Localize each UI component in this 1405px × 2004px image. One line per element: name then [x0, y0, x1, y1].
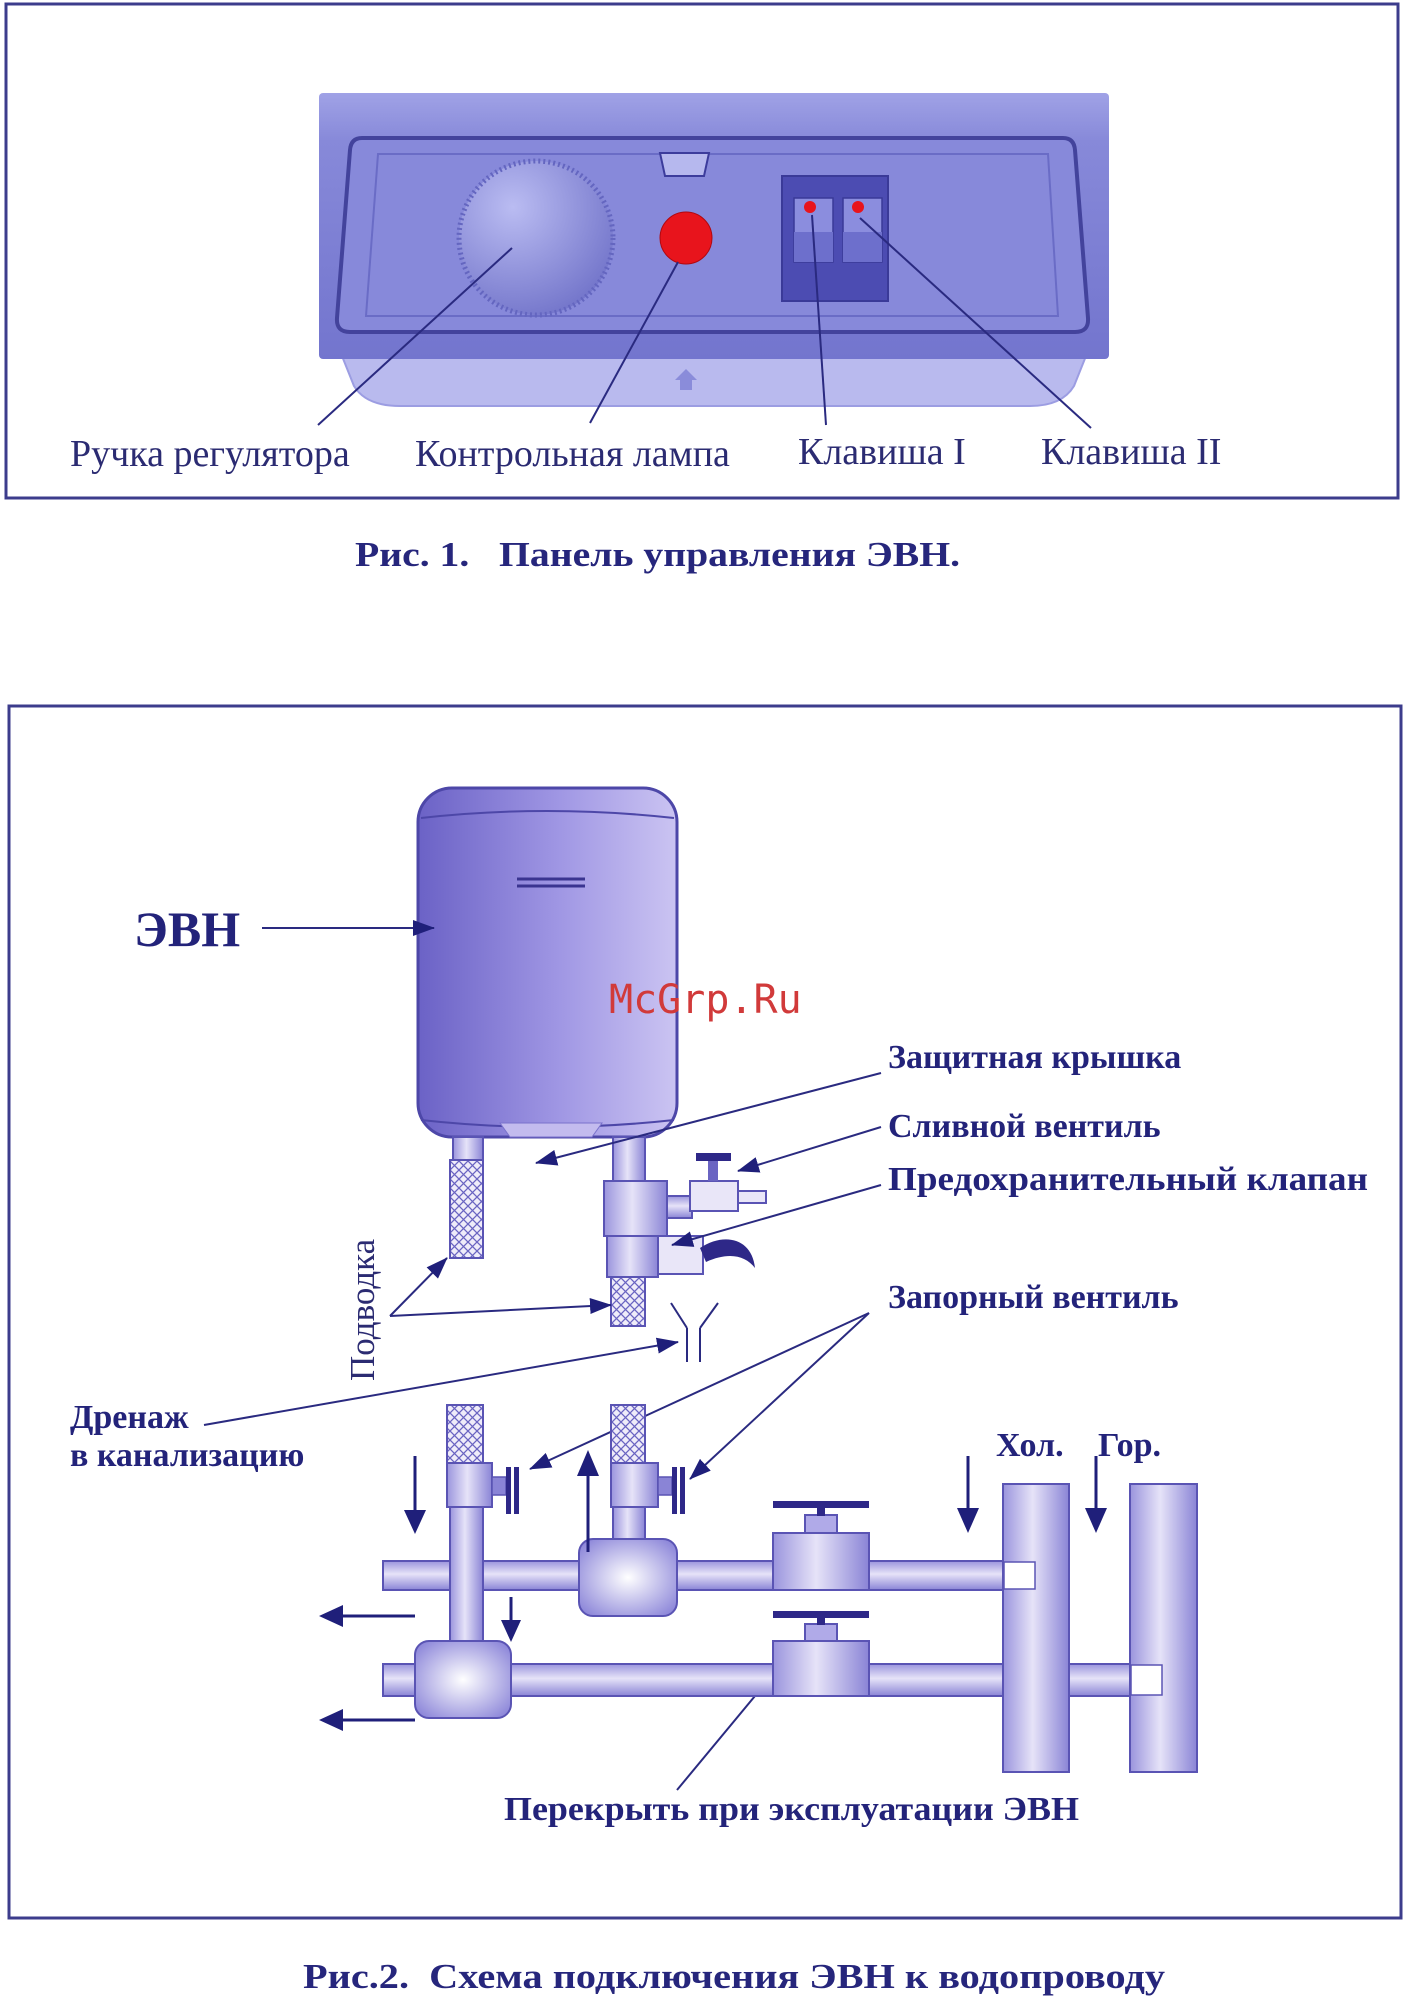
supply-hose-lower-left: [446, 1404, 484, 1464]
drain-valve-spout: [737, 1190, 767, 1204]
supply-hose-lower-right: [610, 1404, 646, 1464]
figure-1-frame: [4, 2, 1400, 500]
cold-outlet-pipe: [452, 1136, 484, 1161]
bypass-valve-icon: [772, 1611, 870, 1697]
key-2-icon: [842, 197, 883, 263]
knob-leader: [317, 247, 513, 426]
cold-line-valve-icon: [772, 1501, 870, 1591]
watermark: McGrp.Ru: [609, 977, 802, 1023]
shutoff-valve-label: Запорный вентиль: [888, 1279, 1179, 1316]
lamp-label: Контрольная лампа: [415, 433, 730, 475]
water-heater-tank: [416, 786, 679, 1139]
figure-1-leaders: [317, 214, 1092, 429]
flow-down-arrow-icon: [501, 1597, 521, 1642]
drainage-label-line-2: в канализацию: [70, 1437, 304, 1474]
outflow-left-arrow-icon: [319, 1709, 415, 1731]
figure-1-caption: Рис. 1. Панель управления ЭВН.: [355, 535, 960, 574]
protective-cover-leader: [535, 1072, 882, 1166]
drain-funnel-icon: [670, 1302, 719, 1362]
tee-side-pipe: [666, 1195, 693, 1219]
shutoff-valve-leader-right: [689, 1312, 870, 1480]
close-during-use-label: Перекрыть при эксплуатации ЭВН: [504, 1791, 1079, 1828]
flow-down-arrow-icon: [404, 1456, 426, 1534]
protective-cover-label: Защитная крышка: [888, 1039, 1181, 1076]
cold-riser: [1002, 1483, 1070, 1773]
pipework: [382, 1404, 1198, 1773]
hot-riser-connector: [1130, 1664, 1163, 1696]
panel-bezel: [334, 136, 1091, 334]
heater-label: ЭВН: [134, 901, 240, 957]
drain-valve-leader: [737, 1126, 882, 1173]
regulator-knob-icon: [456, 158, 616, 318]
drainage-leader: [203, 1337, 679, 1426]
safety-valve-label: Предохранительный клапан: [888, 1161, 1368, 1198]
drain-valve-label: Сливной вентиль: [888, 1108, 1161, 1145]
flow-up-arrow-icon: [577, 1450, 599, 1552]
shutoff-tee-left: [446, 1462, 493, 1508]
figure-2-frame: [7, 704, 1403, 1920]
drain-valve-body: [689, 1180, 739, 1212]
hot-outlet-pipe: [612, 1136, 646, 1182]
cold-label: Хол.: [996, 1427, 1064, 1464]
key-2-label: Клавиша II: [1041, 431, 1221, 473]
knob-label: Ручка регулятора: [70, 433, 350, 475]
safety-valve-leader: [671, 1184, 882, 1247]
figure-2-caption: Рис.2. Схема подключения ЭВН к водопрово…: [303, 1957, 1166, 1996]
panel-bezel-inner: [364, 153, 1060, 317]
tank-lid-line: [420, 810, 675, 819]
shutoff-valve-leader-left: [529, 1312, 870, 1470]
indicator-lamp-icon: [659, 211, 713, 265]
hot-riser: [1129, 1483, 1198, 1773]
drain-valve-stem: [708, 1160, 718, 1181]
control-panel: [319, 93, 1109, 407]
protective-cover-icon: [499, 1122, 603, 1138]
safety-group: [603, 1153, 767, 1327]
supply-leader-left: [389, 1257, 448, 1317]
switch-block: [781, 175, 889, 302]
key-1-leader: [811, 214, 827, 426]
supply-label: Подводка: [343, 1238, 382, 1381]
cold-inflow-arrow-icon: [957, 1456, 979, 1533]
drainage-label-line-1: Дренаж: [70, 1399, 189, 1436]
safety-valve-lever-icon: [700, 1239, 755, 1268]
shutoff-valve-right-icon: [657, 1467, 685, 1514]
hot-cross-fitting: [414, 1640, 512, 1719]
key-1-dot: [804, 201, 816, 213]
key-1-label: Клавиша I: [798, 431, 966, 473]
supply-hose-left: [449, 1159, 484, 1259]
figure-2-leaders: [203, 1072, 882, 1791]
left-vertical-pipe: [449, 1506, 484, 1644]
outflow-left-arrow-icon: [319, 1605, 415, 1627]
flow-arrows: [319, 1450, 1107, 1731]
drain-valve-handle-icon: [696, 1153, 731, 1161]
shutoff-valve-left-icon: [491, 1467, 519, 1514]
cold-cross-fitting: [578, 1538, 678, 1617]
tray-arrow-icon: [675, 369, 697, 390]
supply-hose-right: [610, 1276, 646, 1327]
right-vertical-pipe: [612, 1506, 646, 1542]
key-2-leader: [859, 217, 1092, 429]
shutoff-tee-right: [610, 1462, 659, 1508]
panel-notch: [658, 152, 711, 177]
key-2-dot: [852, 201, 864, 213]
tank-body: [416, 786, 679, 1139]
hot-label: Гор.: [1098, 1427, 1161, 1464]
panel-tray: [340, 355, 1088, 407]
tee-fitting: [603, 1180, 668, 1237]
cold-riser-connector: [1003, 1561, 1036, 1590]
hot-inflow-arrow-icon: [1085, 1456, 1107, 1533]
lamp-leader: [589, 261, 679, 424]
safety-valve-body: [606, 1235, 659, 1278]
supply-leader-right: [389, 1298, 612, 1317]
figure-1: Ручка регулятора Контрольная лампа Клави…: [4, 2, 1400, 500]
figure-2: ЭВН McGrp.Ru Защитная крышка С: [7, 704, 1403, 1920]
